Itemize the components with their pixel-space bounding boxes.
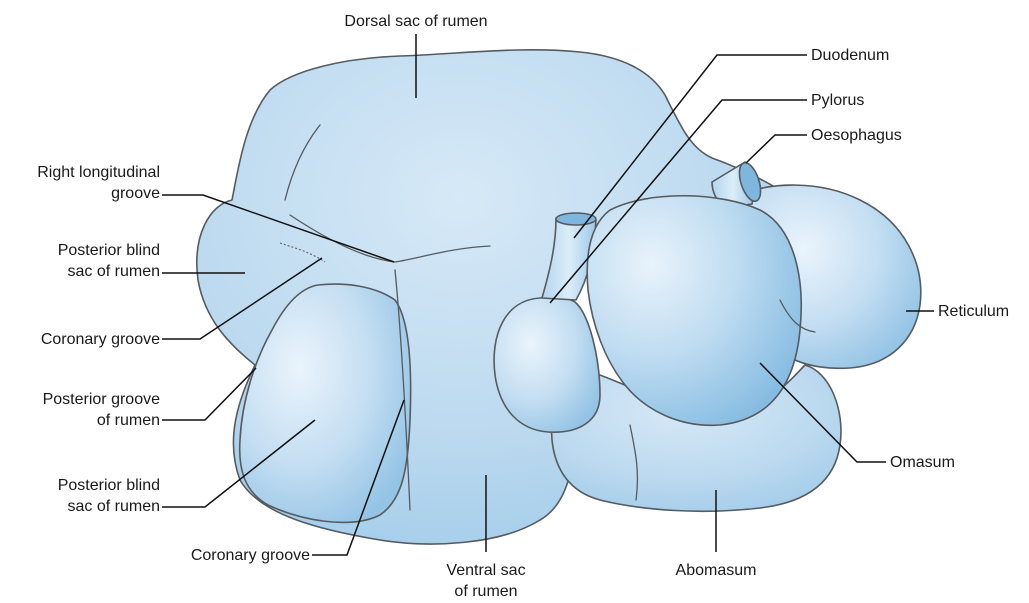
label-dorsal-sac: Dorsal sac of rumen	[318, 11, 514, 32]
leader-coronary-groove-left	[162, 258, 322, 339]
label-coronary-groove-left: Coronary groove	[0, 329, 160, 350]
label-omasum: Omasum	[890, 452, 955, 473]
label-ventral-sac: Ventral sac of rumen	[426, 560, 546, 602]
leader-duodenum	[574, 55, 807, 238]
leader-oesophagus	[746, 135, 807, 163]
label-abomasum: Abomasum	[656, 560, 776, 581]
leader-omasum	[760, 363, 886, 462]
leader-right-long-groove	[162, 195, 394, 262]
label-pylorus: Pylorus	[811, 90, 864, 111]
leader-pylorus	[550, 100, 807, 303]
leader-posterior-groove	[162, 368, 256, 420]
label-posterior-blind-sac-upper: Posterior blind sac of rumen	[0, 240, 160, 282]
label-right-longitudinal-groove: Right longitudinal groove	[0, 162, 160, 204]
label-duodenum: Duodenum	[811, 45, 889, 66]
leader-coronary-groove-bottom	[312, 400, 404, 555]
label-coronary-groove-bottom: Coronary groove	[130, 545, 310, 566]
label-oesophagus: Oesophagus	[811, 125, 902, 146]
label-posterior-groove: Posterior groove of rumen	[0, 389, 160, 431]
label-reticulum: Reticulum	[938, 301, 1009, 322]
leader-posterior-blind-sac-lower	[162, 420, 315, 507]
label-posterior-blind-sac-lower: Posterior blind sac of rumen	[0, 475, 160, 517]
